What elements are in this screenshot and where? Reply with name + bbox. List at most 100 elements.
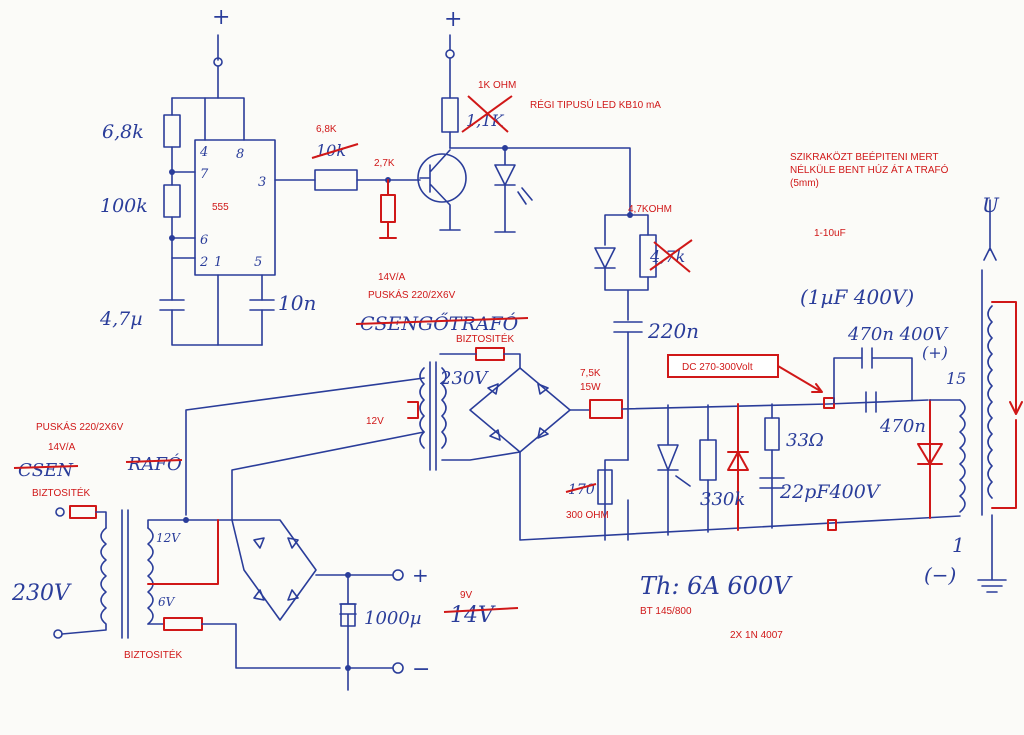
- plus-mark: +: [444, 7, 462, 32]
- resistor-2k7: [380, 194, 396, 223]
- label-fuse-top: BIZTOSITÉK: [456, 332, 514, 345]
- strike-10k: 10k: [316, 141, 346, 160]
- transistor-leads: [419, 149, 461, 231]
- led-note: RÉGI TIPUSÚ LED KB10 mA: [530, 98, 661, 111]
- resistor-6k8-timing: [163, 114, 181, 148]
- transformer-core-left: [121, 509, 129, 639]
- junction-dot: [169, 235, 175, 241]
- label-15w: 15W: [580, 382, 601, 393]
- capacitor-10n: [249, 299, 275, 311]
- label-22pf: 22pF400V: [779, 481, 882, 503]
- strike-1k: 1,1K: [466, 111, 504, 130]
- fuse-wire: [439, 353, 521, 369]
- fuse-left-wire: [95, 511, 107, 529]
- capacitor-1000u: [339, 574, 357, 691]
- ground-bus-wire: [519, 451, 961, 541]
- strike-line: [565, 483, 597, 493]
- dc-test-point: [823, 397, 835, 409]
- label-plus-mark: (+): [922, 343, 948, 362]
- pin-6-label: 6: [200, 233, 208, 248]
- pin-3-label: 3: [258, 175, 266, 190]
- transformer-winding-230v: [441, 367, 447, 449]
- label-4k7-ohm: 4,7KOHM: [628, 204, 672, 215]
- led: [494, 147, 516, 233]
- spark-gap-arrows: [991, 301, 1023, 509]
- label-fuse-left: BIZTOSITÉK: [32, 486, 90, 499]
- label-230v-left: 230V: [11, 581, 72, 606]
- center-tap-wire: [147, 519, 219, 585]
- capacitor-4u7: [159, 299, 185, 311]
- resistor-300ohm: [597, 469, 613, 505]
- label-puskas-top: PUSKÁS 220/2X6V: [368, 288, 456, 301]
- label-470n-400v: 470n 400V: [847, 324, 949, 345]
- vcc-rail: [171, 97, 245, 141]
- label-r-2k7: 2,7K: [374, 158, 395, 169]
- label-c-1000u: 1000µ: [364, 608, 422, 629]
- mains-transformer-bridge: 14V/A PUSKÁS 220/2X6V CSENGŐTRAFÓ BIZTOS…: [185, 272, 961, 541]
- resistor-1k: [441, 97, 459, 133]
- label-9v: 9V: [460, 590, 473, 601]
- fuse-top: [475, 347, 505, 361]
- primary-winding-left: [61, 527, 107, 635]
- bridge-input-wire: [201, 623, 341, 669]
- capacitor-1000u-body: [340, 603, 356, 627]
- label-minus-mark: (−): [924, 563, 956, 587]
- thyristor-hv-section: 170 300 OHM 330k 33Ω 22pF400V DC 270-300…: [565, 150, 1023, 593]
- mains-terminal-top: [55, 507, 65, 517]
- label-300-ohm: 300 OHM: [566, 510, 609, 521]
- tap-wire: [407, 401, 419, 419]
- strike-line: [355, 317, 529, 325]
- strike-csengotrafo: CSENGŐTRAFÓ: [360, 312, 519, 335]
- label-12v-mid: 12V: [366, 416, 384, 427]
- label-12v-sec: 12V: [156, 531, 181, 545]
- diode-red-left: [727, 451, 749, 471]
- spark-note-3: (5mm): [790, 178, 819, 189]
- bridge-diodes-low: [253, 537, 299, 601]
- hv-output-arrow: [983, 199, 997, 261]
- collector-wire: [449, 147, 631, 216]
- transformer-core: [429, 361, 437, 471]
- gate-network-wires: [604, 459, 629, 541]
- capacitor-22pf: [759, 477, 785, 489]
- label-c-10n: 10n: [278, 291, 316, 315]
- ground-test-point: [827, 519, 837, 531]
- strike-line: [311, 143, 359, 159]
- label-15: 15: [946, 369, 966, 388]
- trigger-network: 4,7KOHM 4,7k 220n: [594, 204, 699, 461]
- pin-4-label: 4: [199, 145, 208, 160]
- transformer-primary-upper: [419, 367, 425, 449]
- transistor: [417, 153, 467, 203]
- label-minus-out: −: [412, 657, 430, 682]
- secondary-winding-left: [147, 527, 154, 625]
- dc-voltage-label: DC 270-300Volt: [682, 362, 753, 373]
- fuse-left: [69, 505, 97, 519]
- primary-return-wire: [231, 431, 425, 521]
- label-thyristor-type: BT 145/800: [640, 606, 692, 617]
- capacitor-220n: [613, 321, 643, 333]
- label-one: 1: [952, 533, 965, 557]
- strike-line: [467, 95, 509, 133]
- strike-rafo: RAFÓ: [127, 452, 182, 475]
- pin-2-label: 2: [199, 255, 208, 270]
- junction-dot: [183, 517, 189, 523]
- resistor-100k: [163, 184, 181, 218]
- output-plus-terminal: [392, 569, 404, 581]
- thyristor: [657, 404, 691, 536]
- capacitor-470n-top: [833, 347, 913, 404]
- bridge-wires: [441, 409, 591, 461]
- pin-1-label: 1: [214, 255, 222, 270]
- vcc-terminal-mid: [445, 49, 455, 59]
- label-puskas-left: PUSKÁS 220/2X6V: [36, 420, 124, 433]
- bridge-diodes: [487, 383, 549, 441]
- low-voltage-supply: PUSKÁS 220/2X6V 14V/A CSEN RAFÓ BIZTOSIT…: [11, 420, 519, 691]
- capacitor-470n-bot: [865, 391, 877, 413]
- resistor-7k5: [589, 399, 623, 419]
- ic-555-body: [194, 139, 276, 276]
- resistor-6k8: [314, 169, 358, 191]
- strike-line: [13, 465, 79, 469]
- primary-feed-wire: [185, 377, 425, 516]
- parallel-wires-low: [604, 267, 649, 321]
- label-diodes: 2X 1N 4007: [730, 630, 783, 641]
